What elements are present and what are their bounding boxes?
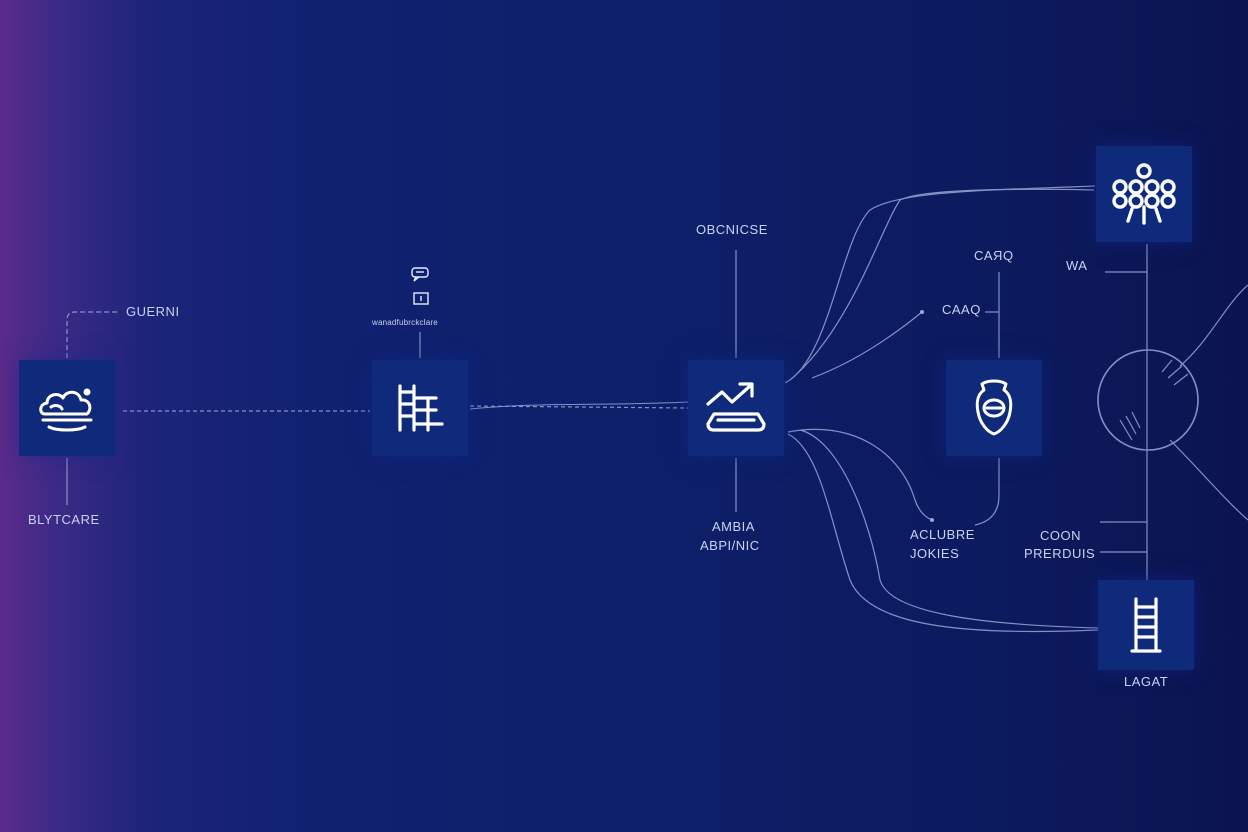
tree-node[interactable] <box>1096 146 1192 242</box>
chart-node[interactable] <box>688 360 784 456</box>
gauge-tick-2 <box>1167 365 1183 379</box>
wire-dot <box>920 310 924 314</box>
label-blytcare: BLYTCARE <box>28 512 100 527</box>
connector-cloud-guerni <box>66 311 120 358</box>
wire-chart-cairo <box>811 311 923 379</box>
speech-bubble-icon <box>411 267 429 282</box>
wire-chart-tree-1 <box>784 185 1096 384</box>
label-abpinic: ABPI/NIC <box>700 538 760 553</box>
gauge-tick-3 <box>1173 373 1189 386</box>
label-coon: COON <box>1040 528 1081 543</box>
label-prerduis: PRERDUIS <box>1024 546 1096 561</box>
connector-shield-bottom <box>974 458 1000 526</box>
label-jokies: JOKIES <box>910 546 960 561</box>
shield-node[interactable] <box>946 360 1042 456</box>
label-wa: WA <box>1066 258 1088 273</box>
gauge-tick-5 <box>1125 415 1137 435</box>
connector-ladder-chart-2 <box>469 405 689 409</box>
gauge-arc-out-2 <box>1169 439 1248 521</box>
tree-icon <box>1112 163 1176 225</box>
gauge-arc-out <box>1179 284 1248 367</box>
label-ladder-caption: wanadfubrckclare <box>372 318 438 327</box>
gauge-tick-6 <box>1131 411 1141 429</box>
label-obcnicse: OBCNICSE <box>696 222 768 237</box>
label-aclubre: ACLUBRE <box>910 527 975 542</box>
gauge-circle <box>1097 349 1199 451</box>
wire-chart-aclubre <box>787 428 933 521</box>
wire-chart-lagat-2 <box>799 429 1099 629</box>
connector-ladder-chart <box>469 401 689 410</box>
shield-icon <box>975 379 1013 436</box>
ladder-node[interactable] <box>372 360 468 456</box>
folder-icon <box>413 292 429 305</box>
ladder-icon <box>398 384 444 432</box>
cloud-node[interactable] <box>19 360 115 456</box>
wire-dot <box>930 518 934 522</box>
trend-arrow-icon <box>706 382 766 432</box>
label-ambia: AMBIA <box>712 519 755 534</box>
wire-chart-tree-2 <box>789 188 1095 381</box>
gauge-tick-4 <box>1119 419 1133 441</box>
label-cairo-mid: CAAQ <box>942 302 981 317</box>
wire-chart-lagat-1 <box>787 433 1099 633</box>
label-guerni: GUERNI <box>126 304 180 319</box>
ladder2-node[interactable] <box>1098 580 1194 670</box>
label-cairo-top: CAЯQ <box>974 248 1014 263</box>
ladder-icon <box>1130 597 1162 653</box>
cloud-icon <box>39 388 93 432</box>
label-lagat: LAGAT <box>1124 674 1169 689</box>
gauge-tick-1 <box>1161 359 1173 373</box>
